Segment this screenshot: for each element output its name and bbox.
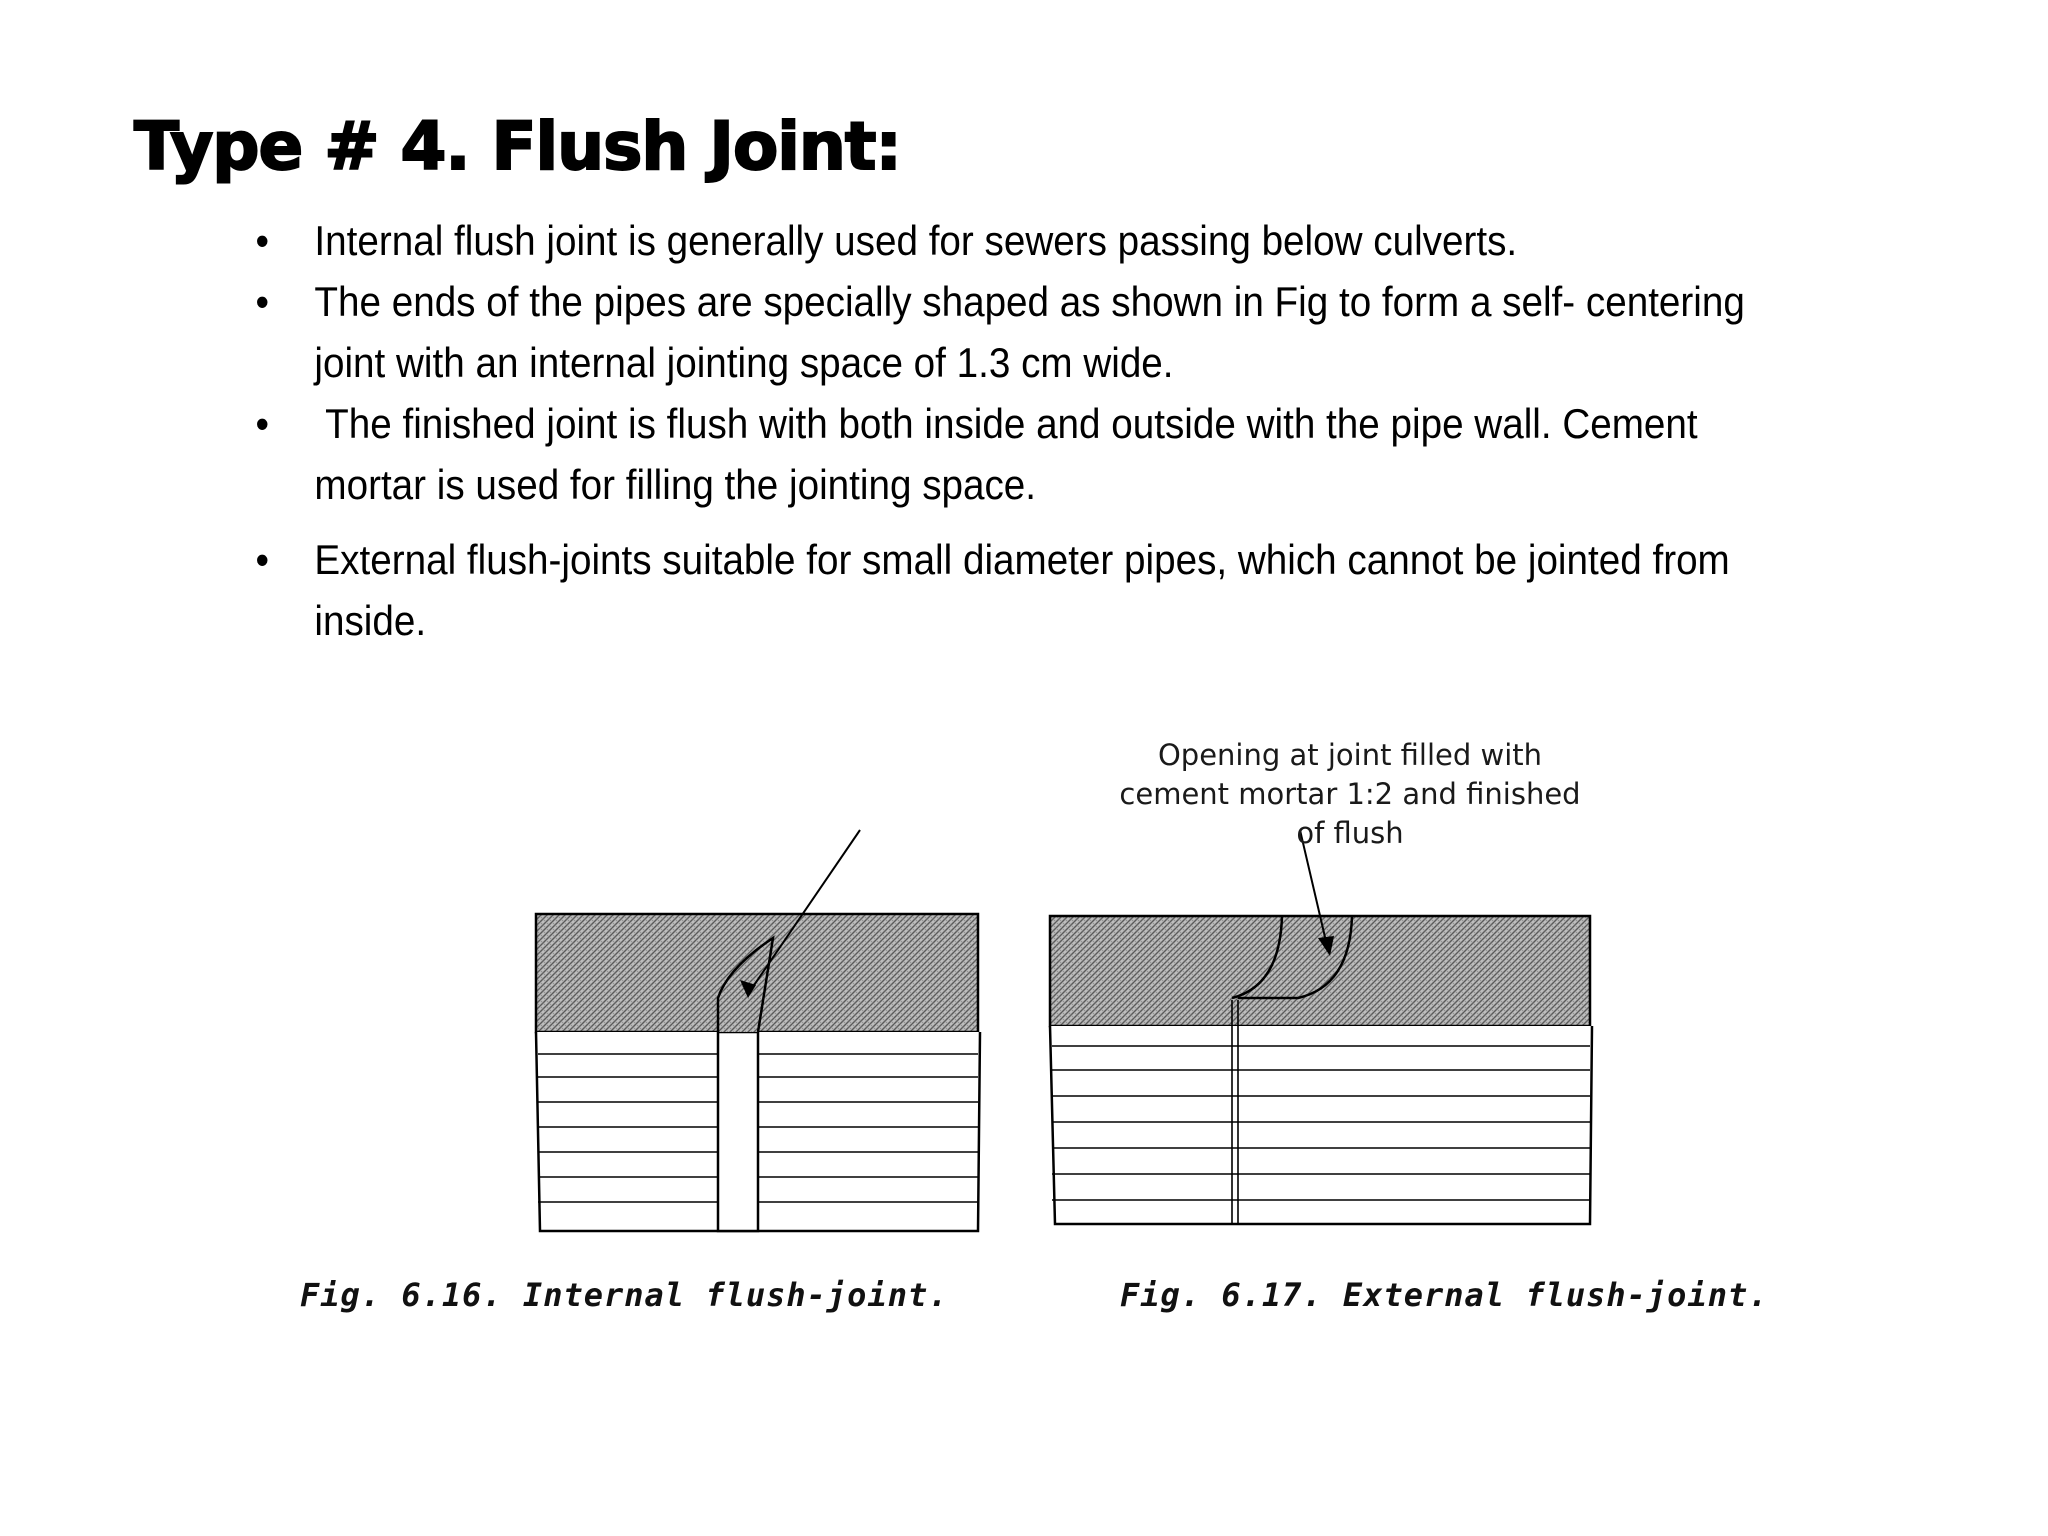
external-joint-collar (1238, 915, 1354, 1000)
bullet-icon: • (255, 400, 270, 447)
bullet-icon: • (255, 536, 270, 583)
external-joint-drawing (1048, 829, 1594, 1226)
external-joint-socket (1231, 915, 1284, 1000)
bullet-icon: • (255, 217, 270, 264)
joint-drawings (534, 829, 1594, 1233)
leader-line-left (747, 829, 861, 995)
bullet-text: External flush-joints suitable for small… (314, 536, 1730, 644)
pipe-bore-lines (1052, 1000, 1590, 1224)
arrowhead-right (1318, 936, 1334, 956)
external-joint-caption: Fig. 6.17. External flush-joint. (1120, 1276, 1769, 1314)
bullet-text: The ends of the pipes are specially shap… (314, 278, 1745, 386)
internal-joint-caption: Fig. 6.16. Internal flush-joint. (300, 1276, 949, 1314)
joint-gap (716, 1030, 760, 1233)
bullet-item: • External flush-joints suitable for sma… (250, 529, 1759, 651)
pipe-bore (1048, 1025, 1594, 1226)
pipe-wall-section (1048, 914, 1592, 1028)
slide-title: Type # 4. Flush Joint: (133, 107, 903, 186)
bullet-item: • Internal flush joint is generally used… (250, 210, 1759, 271)
joint-annotation: Opening at joint filled with cement mort… (1119, 738, 1581, 850)
joint-figures: Opening at joint filled with cement mort… (270, 736, 1830, 1336)
leader-line-right (1299, 829, 1329, 951)
arrowhead-left (740, 980, 756, 998)
bullet-item: • The ends of the pipes are specially sh… (250, 271, 1759, 393)
bullet-text: Internal flush joint is generally used f… (314, 217, 1518, 264)
internal-joint-drawing (534, 829, 982, 1233)
bullet-text: The finished joint is flush with both in… (314, 400, 1709, 508)
bullet-list: • Internal flush joint is generally used… (250, 210, 1759, 651)
bullet-item: • The finished joint is flush with both … (250, 393, 1759, 515)
bullet-icon: • (255, 278, 270, 325)
